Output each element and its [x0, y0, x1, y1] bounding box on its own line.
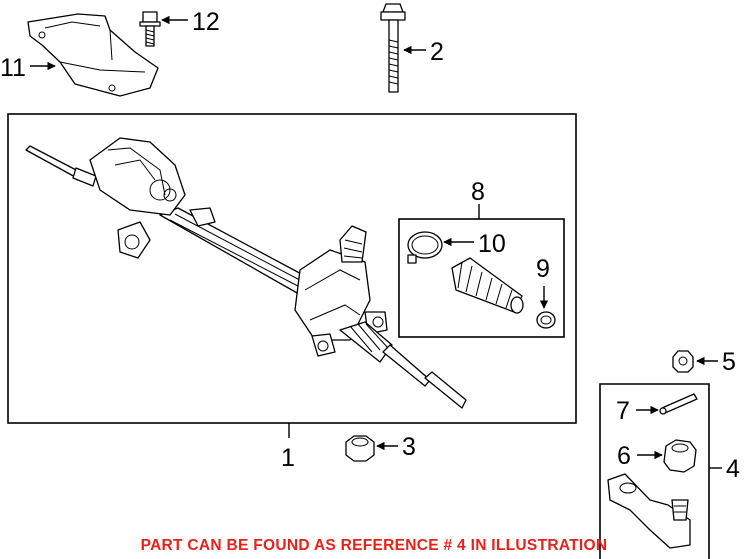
callout-10: 10 — [478, 230, 506, 258]
tie-rod-end-part — [607, 473, 691, 549]
callout-9: 9 — [536, 255, 550, 283]
callout-2: 2 — [430, 38, 444, 66]
callout-6: 6 — [617, 442, 631, 470]
reference-notice: PART CAN BE FOUND AS REFERENCE # 4 IN IL… — [140, 537, 608, 554]
boot-kit-box — [398, 218, 565, 338]
steering-rack-part — [25, 137, 467, 409]
callout-4: 4 — [726, 455, 740, 483]
nut-3-part — [345, 435, 375, 462]
callout-5: 5 — [722, 348, 736, 376]
callout-3: 3 — [402, 433, 416, 461]
callout-7: 7 — [616, 397, 630, 425]
nut-6-part — [663, 439, 697, 473]
callout-12: 12 — [192, 8, 220, 36]
clamp-9-part — [536, 311, 556, 329]
cotter-pin-7-part — [659, 393, 698, 415]
bolt-2-part — [380, 3, 406, 93]
steering-gear-box — [7, 113, 577, 424]
tie-rod-end-bracket — [599, 383, 710, 559]
boot-part — [451, 257, 524, 314]
clamp-10-part — [407, 231, 443, 264]
heat-shield-part — [27, 13, 159, 97]
nut-5-part — [672, 350, 694, 373]
bolt-12-part — [139, 11, 161, 47]
callout-11: 11 — [0, 54, 26, 82]
callout-8: 8 — [471, 178, 485, 206]
callout-1: 1 — [281, 444, 295, 472]
